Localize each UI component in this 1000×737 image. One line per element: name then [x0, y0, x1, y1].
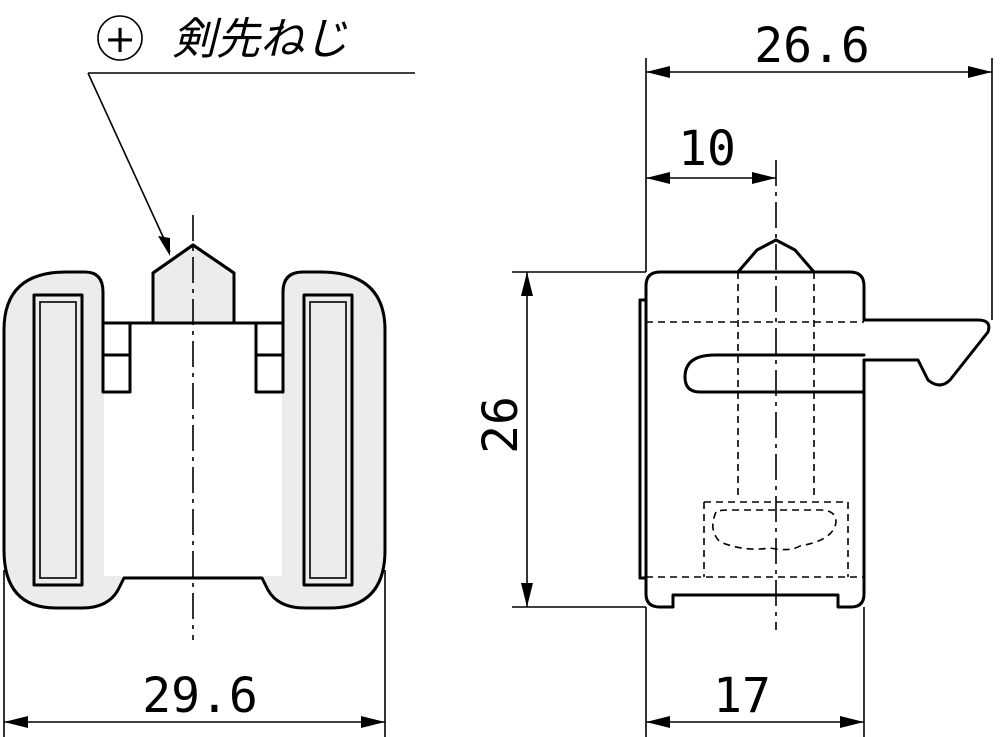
annotation-label: 剣先ねじ [172, 14, 348, 65]
front-view-slot-right-outer [302, 293, 354, 587]
side-width-arrow-right [968, 66, 992, 78]
side-height-arrow-top [521, 272, 533, 296]
side-base-arrow-left [646, 716, 670, 728]
front-width-arrow-left [4, 716, 28, 728]
side-offset-arrow-right [752, 172, 776, 184]
side-view: 26.6 10 26 17 [473, 18, 993, 737]
leader-line [87, 72, 171, 253]
side-view-hidden-nut [703, 501, 849, 577]
front-view-screw-tip [151, 243, 236, 325]
leader-arrowhead [158, 236, 170, 256]
cross-recess-symbol-text: + [104, 17, 136, 61]
front-view-slot-left-outer [32, 293, 84, 587]
side-view-hidden-nut-core [712, 509, 837, 551]
side-offset-label: 10 [678, 121, 736, 177]
side-base-label: 17 [713, 668, 771, 724]
side-width-arrow-left [646, 66, 670, 78]
side-base-arrow-right [840, 716, 864, 728]
screw-annotation: + 剣先ねじ [87, 14, 415, 256]
front-width-label: 29.6 [142, 668, 258, 724]
side-offset-arrow-left [646, 172, 670, 184]
side-view-screw-tip [736, 238, 816, 274]
side-height-arrow-bottom [521, 583, 533, 607]
side-width-label: 26.6 [754, 18, 870, 74]
side-height-label: 26 [473, 396, 529, 454]
side-view-lower-body [644, 270, 866, 609]
side-view-body [658, 270, 991, 394]
front-view-slot-left-inner [39, 301, 77, 579]
front-width-arrow-right [361, 716, 385, 728]
front-view-slot-right-inner [309, 301, 347, 579]
cross-recess-symbol [97, 15, 143, 61]
front-view-center-outline [101, 321, 285, 394]
front-view: 29.6 [2, 215, 387, 737]
